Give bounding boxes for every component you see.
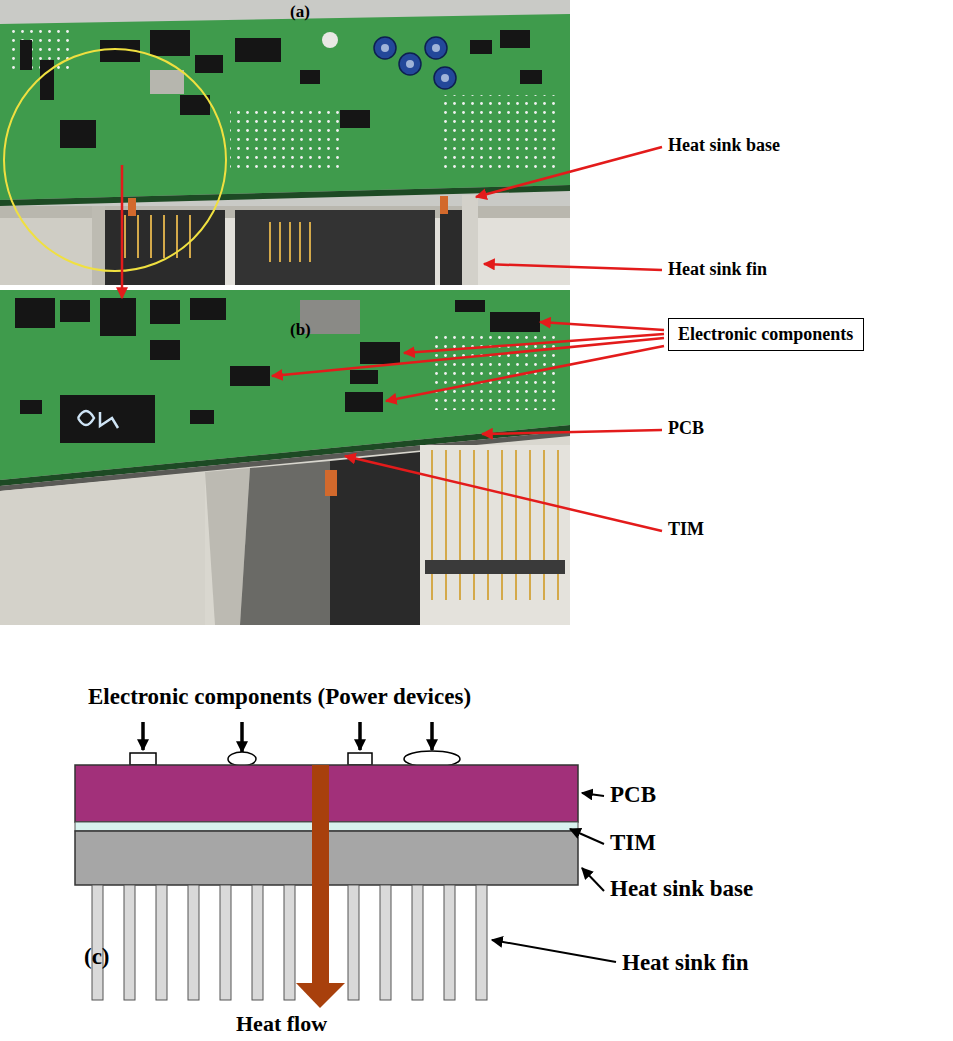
- layer-label: PCB: [610, 782, 656, 808]
- photo-a: [0, 0, 570, 285]
- panel-letter: (c): [84, 944, 110, 970]
- callout-box: Electronic components: [668, 318, 864, 351]
- panel-letter: (a): [290, 2, 310, 22]
- part-label: Heat sink base: [668, 135, 780, 156]
- panel-letter: (b): [290, 320, 311, 340]
- red-leader-arrows: [122, 147, 664, 531]
- layer-label: Heat sink base: [610, 876, 753, 902]
- flow-label: Heat flow: [236, 1011, 327, 1036]
- layer-label: TIM: [610, 830, 656, 856]
- part-label: PCB: [668, 418, 704, 439]
- heading-label: Electronic components (Power devices): [88, 684, 471, 710]
- photo-b: [0, 290, 570, 625]
- part-label: TIM: [668, 519, 704, 540]
- box-text: Electronic components: [678, 324, 854, 345]
- layer-label: Heat sink fin: [622, 950, 749, 976]
- schematic-c: [75, 722, 616, 1008]
- part-label: Heat sink fin: [668, 259, 767, 280]
